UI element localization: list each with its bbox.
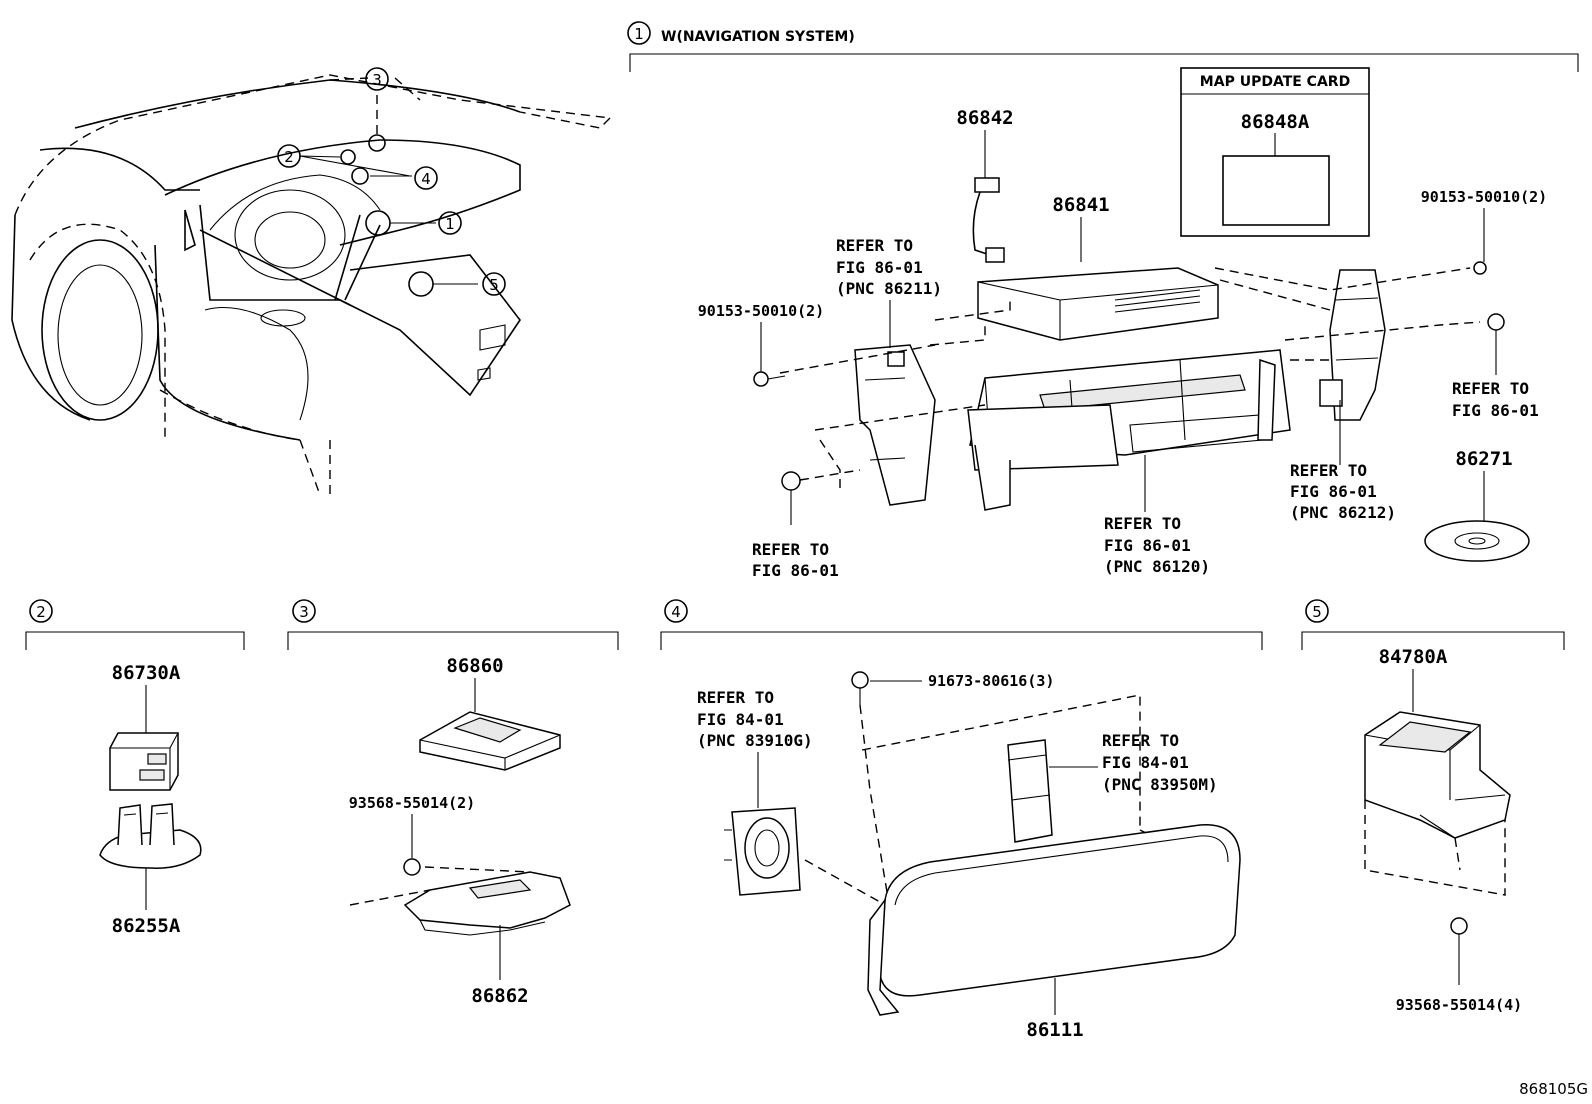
svg-text:FIG 86-01: FIG 86-01 bbox=[1104, 536, 1191, 555]
part-86111: 86111 bbox=[1026, 1019, 1083, 1041]
ref-fig86-01-pnc86212: REFER TO FIG 86-01 (PNC 86212) bbox=[1290, 400, 1396, 522]
svg-text:3: 3 bbox=[372, 71, 382, 89]
svg-text:REFER TO: REFER TO bbox=[836, 236, 913, 255]
part-86730A: 86730A bbox=[112, 662, 181, 684]
svg-text:4: 4 bbox=[421, 170, 431, 188]
svg-text:(PNC 83950M): (PNC 83950M) bbox=[1102, 775, 1218, 794]
svg-text:FIG 86-01: FIG 86-01 bbox=[1290, 482, 1377, 501]
part-86271-disc: 86271 bbox=[1424, 448, 1530, 562]
section-2: 2 86730A 86255A bbox=[25, 599, 245, 937]
ref-fig86-01-pnc86211: REFER TO FIG 86-01 (PNC 86211) bbox=[836, 236, 942, 348]
screw-right-lower bbox=[1487, 313, 1505, 375]
section-1-header: 1 W(NAVIGATION SYSTEM) bbox=[627, 21, 1579, 72]
locator-callout-3: 3 bbox=[365, 67, 389, 91]
svg-text:REFER TO: REFER TO bbox=[1102, 731, 1179, 750]
svg-text:1: 1 bbox=[445, 215, 455, 233]
locator-callout-1: 1 bbox=[438, 211, 462, 235]
ref-fig86-01-right: REFER TO FIG 86-01 bbox=[1452, 379, 1539, 420]
section-4-index: 4 bbox=[671, 603, 681, 621]
section-3: 3 86860 93568-55014(2) 86862 bbox=[287, 599, 619, 1007]
part-86841-receiver: 86841 bbox=[977, 194, 1219, 341]
svg-text:90153-50010(2): 90153-50010(2) bbox=[1421, 188, 1547, 206]
part-86255A: 86255A bbox=[112, 915, 181, 937]
section-5: 5 84780A 93568-55014(4) bbox=[1301, 599, 1565, 1014]
screw-93568-55014-2: 93568-55014(2) bbox=[349, 794, 475, 812]
map-update-card-box: MAP UPDATE CARD 86848A bbox=[1180, 67, 1370, 237]
screw-left-lower bbox=[781, 471, 801, 525]
svg-text:REFER TO: REFER TO bbox=[752, 540, 829, 559]
svg-text:90153-50010(2): 90153-50010(2) bbox=[698, 302, 824, 320]
screw-90153-right: 90153-50010(2) bbox=[1421, 188, 1547, 275]
svg-text:REFER TO: REFER TO bbox=[1290, 461, 1367, 480]
svg-text:FIG 86-01: FIG 86-01 bbox=[752, 561, 839, 580]
svg-text:5: 5 bbox=[489, 276, 499, 294]
section-5-index: 5 bbox=[1312, 603, 1322, 621]
svg-text:REFER TO: REFER TO bbox=[697, 688, 774, 707]
part-86271: 86271 bbox=[1455, 448, 1512, 470]
part-86842-harness: 86842 bbox=[956, 107, 1014, 263]
part-84780A: 84780A bbox=[1379, 646, 1448, 668]
locator-callout-4: 4 bbox=[414, 166, 438, 190]
screw-91673-80616-3: 91673-80616(3) bbox=[928, 672, 1054, 690]
ref-fig84-01-pnc83910g: REFER TO FIG 84-01 (PNC 83910G) bbox=[697, 688, 813, 808]
ref-fig84-01-pnc83950m: REFER TO FIG 84-01 (PNC 83950M) bbox=[1049, 731, 1218, 794]
svg-text:(PNC 86212): (PNC 86212) bbox=[1290, 503, 1396, 522]
part-86862: 86862 bbox=[471, 985, 528, 1007]
section-4: 4 91673-80616(3) REFER TO FIG 84-01 (PNC… bbox=[660, 599, 1263, 1041]
ref-fig86-01-pnc86120: REFER TO FIG 86-01 (PNC 86120) bbox=[1104, 455, 1210, 576]
svg-text:FIG 84-01: FIG 84-01 bbox=[697, 710, 784, 729]
section-1-index: 1 bbox=[634, 25, 644, 43]
svg-text:REFER TO: REFER TO bbox=[1104, 514, 1181, 533]
map-update-card-title: MAP UPDATE CARD bbox=[1200, 74, 1350, 90]
svg-text:(PNC 86120): (PNC 86120) bbox=[1104, 557, 1210, 576]
svg-text:FIG 86-01: FIG 86-01 bbox=[836, 258, 923, 277]
part-86841: 86841 bbox=[1052, 194, 1109, 216]
screw-90153-left: 90153-50010(2) bbox=[698, 302, 824, 387]
section-2-index: 2 bbox=[36, 603, 46, 621]
nav-bracket-assembly bbox=[854, 269, 1386, 511]
svg-text:FIG 84-01: FIG 84-01 bbox=[1102, 753, 1189, 772]
svg-text:(PNC 86211): (PNC 86211) bbox=[836, 279, 942, 298]
section-3-index: 3 bbox=[299, 603, 309, 621]
part-86848A: 86848A bbox=[1241, 111, 1310, 133]
svg-text:(PNC 83910G): (PNC 83910G) bbox=[697, 731, 813, 750]
diagram-id: 868105G bbox=[1519, 1080, 1588, 1098]
section-1-title: W(NAVIGATION SYSTEM) bbox=[661, 29, 855, 45]
nav-assembly-lines bbox=[779, 267, 1481, 490]
part-86860: 86860 bbox=[446, 655, 503, 677]
locator-callout-5: 5 bbox=[482, 272, 506, 296]
part-86842: 86842 bbox=[956, 107, 1013, 129]
svg-text:REFER TO: REFER TO bbox=[1452, 379, 1529, 398]
vehicle-locator-illustration bbox=[11, 74, 611, 496]
locator-callout-2: 2 bbox=[277, 144, 301, 168]
svg-text:FIG 86-01: FIG 86-01 bbox=[1452, 401, 1539, 420]
ref-fig86-01-left: REFER TO FIG 86-01 bbox=[752, 540, 839, 580]
svg-text:2: 2 bbox=[284, 148, 294, 166]
screw-93568-55014-4: 93568-55014(4) bbox=[1396, 996, 1522, 1014]
